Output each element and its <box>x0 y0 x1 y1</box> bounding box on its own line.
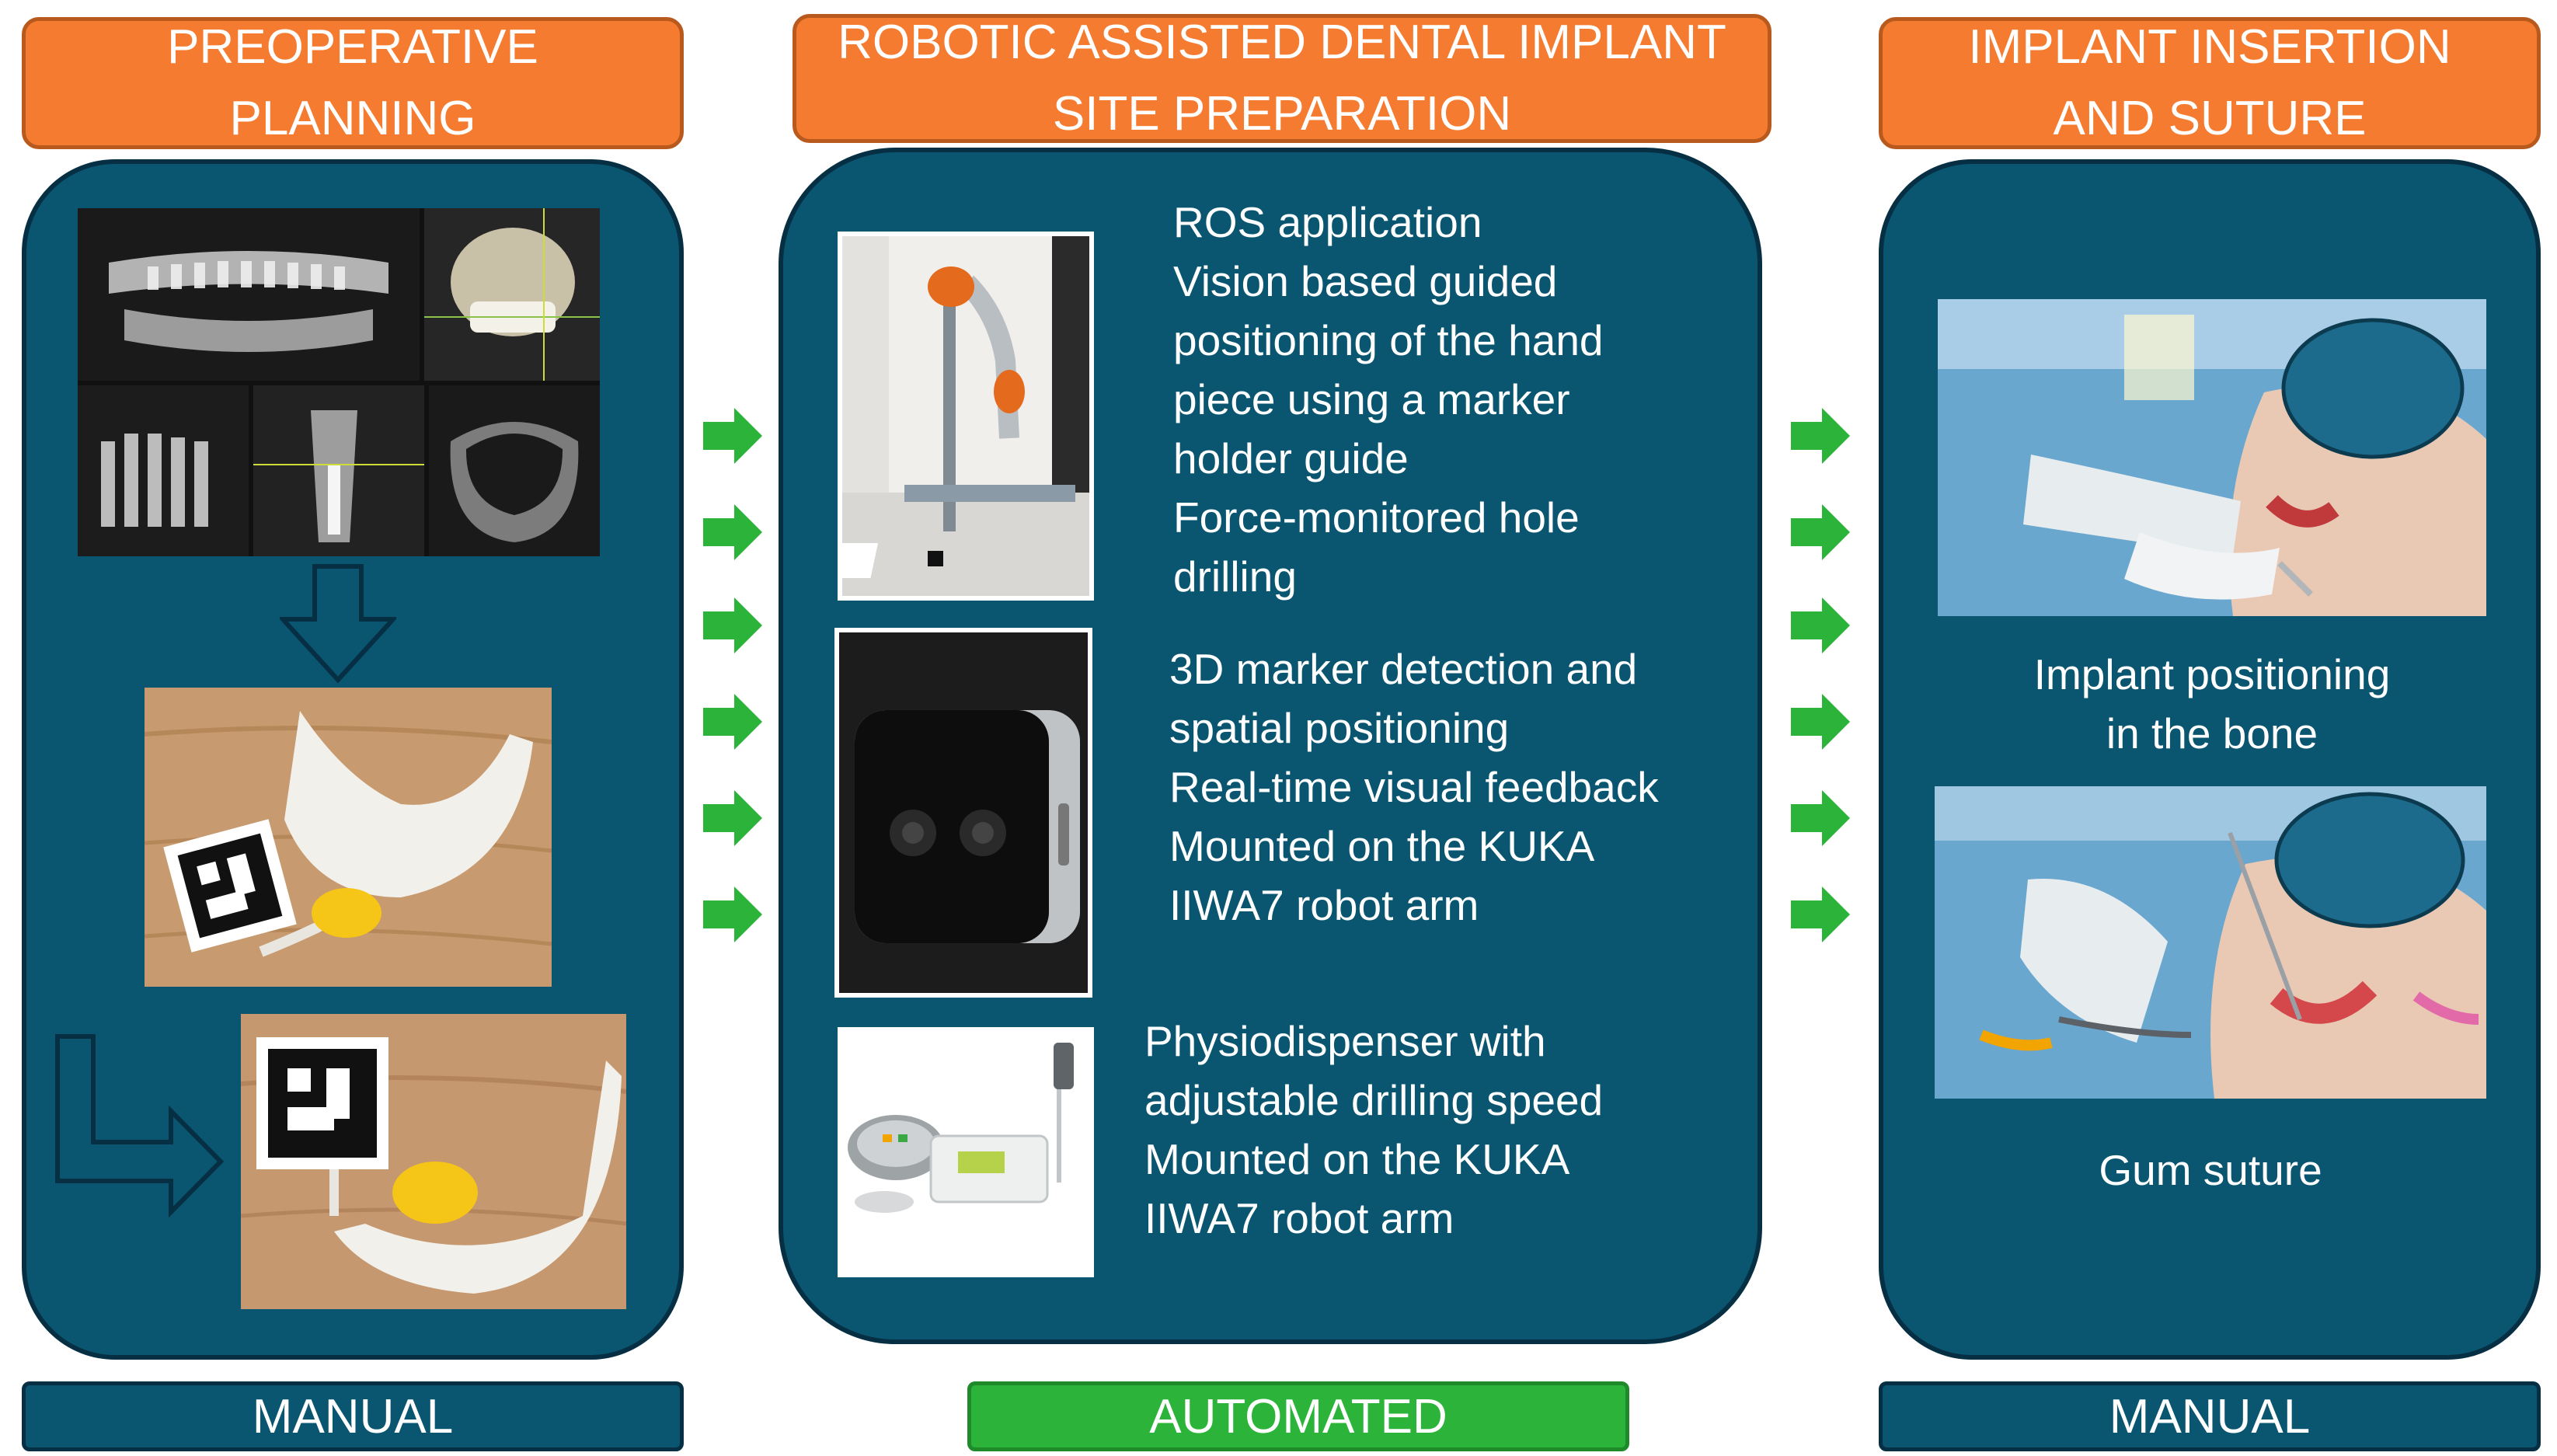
guide-on-jaw-model-svg <box>241 1014 626 1309</box>
text-line: holder guide <box>1173 434 1409 482</box>
text-line: Vision based guided <box>1173 257 1558 305</box>
ct-scan-collage-svg <box>78 208 600 556</box>
caption-line: in the bone <box>2106 709 2318 758</box>
gum-suture-svg <box>1935 786 2486 1099</box>
down-arrow-icon <box>280 563 396 684</box>
header-line: AND SUTURE <box>2053 92 2367 145</box>
marker-holder-guide-photo <box>145 688 552 987</box>
text-line: adjustable drilling speed <box>1144 1076 1604 1124</box>
kuka-robot-photo <box>838 232 1094 601</box>
text-line: 3D marker detection and <box>1169 645 1638 693</box>
text-line: IIWA7 robot arm <box>1144 1194 1454 1242</box>
stereo-camera-svg <box>839 632 1088 993</box>
left-manual-label: MANUAL <box>22 1381 684 1451</box>
implant-positioning-photo <box>1938 299 2486 616</box>
physiodispenser-text: Physiodispenser with adjustable drilling… <box>1144 1012 1603 1248</box>
ros-application-text: ROS application Vision based guided posi… <box>1173 193 1604 606</box>
implant-positioning-svg <box>1938 299 2486 616</box>
gum-suture-caption: Gum suture <box>1935 1141 2486 1200</box>
header-line: SITE PREPARATION <box>1052 87 1512 141</box>
header-line: ROBOTIC ASSISTED DENTAL IMPLANT <box>838 16 1726 69</box>
marker-holder-guide-svg <box>145 688 552 987</box>
bent-arrow-icon <box>54 1033 225 1220</box>
text-line: positioning of the hand <box>1173 316 1604 364</box>
left-to-middle-arrows <box>703 408 765 952</box>
caption-line: Implant positioning <box>2033 650 2391 698</box>
physiodispenser-svg <box>838 1027 1094 1277</box>
guide-on-jaw-model-photo <box>241 1014 626 1309</box>
right-manual-label: MANUAL <box>1879 1381 2541 1451</box>
automated-label: AUTOMATED <box>967 1381 1629 1451</box>
stereo-camera-photo <box>834 628 1092 998</box>
implant-insertion-header: IMPLANT INSERTION AND SUTURE <box>1879 17 2541 149</box>
physiodispenser-photo <box>838 1027 1094 1277</box>
text-line: Force-monitored hole <box>1173 493 1580 542</box>
text-line: Real-time visual feedback <box>1169 763 1659 811</box>
kuka-robot-svg <box>842 236 1089 596</box>
caption-line: Gum suture <box>2099 1146 2322 1194</box>
middle-to-right-arrows <box>1791 408 1853 952</box>
text-line: Mounted on the KUKA <box>1169 822 1595 870</box>
header-line: PREOPERATIVE <box>167 20 538 74</box>
gum-suture-photo <box>1935 786 2486 1099</box>
implant-positioning-caption: Implant positioning in the bone <box>1938 645 2486 763</box>
text-line: piece using a marker <box>1173 375 1570 423</box>
robotic-site-preparation-header: ROBOTIC ASSISTED DENTAL IMPLANT SITE PRE… <box>793 14 1771 143</box>
text-line: Physiodispenser with <box>1144 1017 1546 1065</box>
text-line: spatial positioning <box>1169 704 1510 752</box>
camera-text: 3D marker detection and spatial position… <box>1169 639 1659 935</box>
text-line: drilling <box>1173 552 1297 601</box>
ct-scan-collage <box>78 208 600 556</box>
header-line: IMPLANT INSERTION <box>1968 20 2451 74</box>
preoperative-planning-header: PREOPERATIVE PLANNING <box>22 17 684 149</box>
text-line: IIWA7 robot arm <box>1169 881 1479 929</box>
text-line: Mounted on the KUKA <box>1144 1135 1570 1183</box>
header-line: PLANNING <box>229 92 476 145</box>
text-line: ROS application <box>1173 198 1482 246</box>
